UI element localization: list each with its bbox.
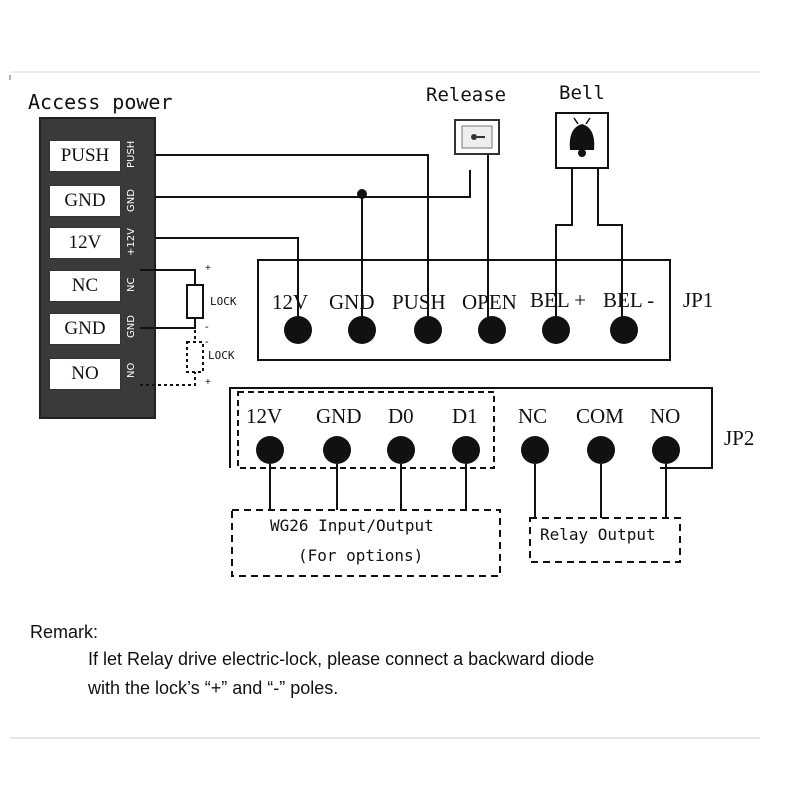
side-label-gnd2: GND xyxy=(126,315,137,338)
bell-label: Bell xyxy=(559,82,605,104)
wg26-options: (For options) xyxy=(298,546,424,565)
remark-title: Remark: xyxy=(30,622,99,642)
jp2-pin-gnd: GND xyxy=(316,404,362,428)
lock1-minus: - xyxy=(205,321,209,333)
release-label: Release xyxy=(426,84,507,106)
remark-line2: with the lock’s “+” and “-” poles. xyxy=(88,678,339,698)
jp1-pin-push: PUSH xyxy=(392,290,446,314)
lock2-minus: - xyxy=(205,336,209,348)
jp1-pin-open: OPEN xyxy=(462,290,517,314)
wg26-box xyxy=(231,509,501,577)
page-title: Access power xyxy=(28,90,173,114)
wg26-label: WG26 Input/Output xyxy=(270,516,434,535)
relay-label: Relay Output xyxy=(540,525,656,544)
jp1-pin-12v: 12V xyxy=(272,290,309,314)
terminal-gnd: GND xyxy=(49,185,121,217)
jp1-pin-bel-plus: BEL + xyxy=(530,288,586,312)
jp2-pin-d0: D0 xyxy=(388,404,414,428)
terminal-push: PUSH xyxy=(49,140,121,172)
lock2-label: LOCK xyxy=(208,349,235,362)
terminal-nc: NC xyxy=(49,270,121,302)
jp1-pin-gnd: GND xyxy=(329,290,375,314)
relay-box xyxy=(529,517,681,563)
jp2-pin-d1: D1 xyxy=(452,404,478,428)
side-label-nc: NC xyxy=(126,277,137,292)
terminal-no: NO xyxy=(49,358,121,390)
lock1-label: LOCK xyxy=(210,295,237,308)
side-label-gnd: GND xyxy=(126,189,137,212)
wire-12v xyxy=(155,237,299,318)
terminal-gnd2: GND xyxy=(49,313,121,345)
side-label-no: NO xyxy=(126,362,137,378)
jp1-name: JP1 xyxy=(683,288,714,312)
lock1-symbol xyxy=(186,284,204,319)
jp2-name: JP2 xyxy=(724,426,755,450)
jp2-pin-nc: NC xyxy=(518,404,548,428)
jp2-pin-12v: 12V xyxy=(246,404,283,428)
lock2-plus: + xyxy=(205,377,211,388)
jp2-pin-no: NO xyxy=(650,404,681,428)
jp2-frame xyxy=(229,387,713,469)
jp1-frame xyxy=(257,259,671,361)
jp2-pin-com: COM xyxy=(576,404,624,428)
lock1-plus: + xyxy=(205,263,211,274)
wire-gnd xyxy=(155,170,471,198)
terminal-12v: 12V xyxy=(49,227,121,259)
side-label-push: PUSH xyxy=(126,140,137,168)
remark-line1: If let Relay drive electric-lock, please… xyxy=(88,649,595,669)
wire-push xyxy=(155,154,429,318)
side-label-12v: +12V xyxy=(126,228,137,256)
jp1-pin-bel-minus: BEL - xyxy=(603,288,655,312)
lock2-symbol xyxy=(186,341,204,373)
